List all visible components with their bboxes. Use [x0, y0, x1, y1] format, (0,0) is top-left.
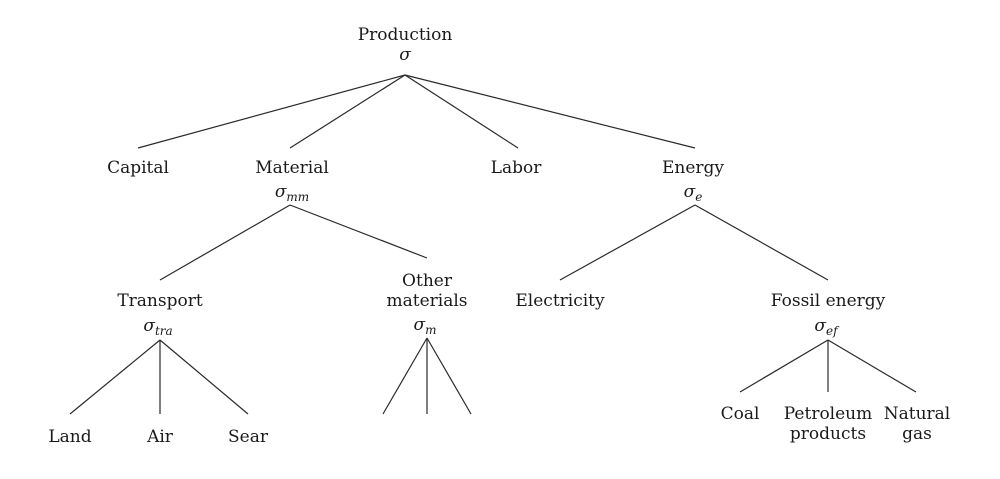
sigma-subscript: mm	[286, 190, 310, 204]
edge-fossil-coal	[739, 339, 829, 393]
node-production-sigma: σ	[399, 45, 411, 65]
sigma-symbol: σ	[274, 182, 287, 202]
node-coal-label: Coal	[720, 404, 760, 424]
node-production-label: Production	[357, 25, 453, 45]
sigma-subscript: ef	[826, 324, 838, 338]
edge-material-other	[289, 204, 428, 259]
node-other-materials-sigma: σm	[414, 315, 437, 340]
edge-production-energy	[404, 74, 696, 149]
sigma-subscript: e	[695, 190, 703, 204]
sigma-symbol: σ	[399, 45, 411, 65]
node-material-sigma: σmm	[275, 182, 309, 207]
sigma-symbol: σ	[814, 316, 827, 336]
sigma-symbol: σ	[143, 316, 155, 336]
edge-other-left	[382, 337, 428, 415]
node-petroleum-label-line1: Petroleum	[783, 404, 873, 424]
edge-production-capital	[137, 74, 406, 149]
node-labor-label: Labor	[490, 158, 542, 178]
edge-transport-sear	[159, 339, 249, 415]
node-sear-label: Sear	[228, 427, 268, 447]
edge-other-right	[426, 337, 472, 415]
node-natural-gas-label-line1: Natural	[883, 404, 951, 424]
node-fossil-energy-sigma: σef	[814, 316, 837, 341]
edge-material-transport	[159, 204, 291, 281]
edge-production-material	[289, 74, 406, 149]
node-petroleum-label-line2: products	[789, 424, 867, 444]
node-capital-label: Capital	[107, 158, 169, 178]
node-other-materials-label-line1: Other	[402, 271, 452, 291]
node-energy-sigma: σe	[684, 182, 703, 207]
edge-production-labor	[404, 74, 519, 149]
node-other-materials-label-line2: materials	[386, 291, 468, 311]
edge-fossil-gas	[827, 339, 917, 393]
sigma-symbol: σ	[683, 182, 696, 202]
node-air-label: Air	[147, 427, 173, 447]
node-material-label: Material	[255, 158, 329, 178]
node-transport-label: Transport	[117, 291, 203, 311]
node-land-label: Land	[48, 427, 92, 447]
sigma-subscript: m	[425, 323, 437, 337]
sigma-symbol: σ	[413, 315, 426, 335]
node-natural-gas-label-line2: gas	[902, 424, 932, 444]
node-transport-sigma: σtra	[143, 316, 172, 341]
edge-transport-land	[69, 339, 161, 415]
node-electricity-label: Electricity	[515, 291, 605, 311]
edge-energy-fossil	[694, 204, 829, 281]
node-energy-label: Energy	[661, 158, 725, 178]
node-fossil-energy-label: Fossil energy	[770, 291, 886, 311]
edge-energy-electricity	[559, 204, 696, 281]
sigma-subscript: tra	[154, 324, 173, 338]
